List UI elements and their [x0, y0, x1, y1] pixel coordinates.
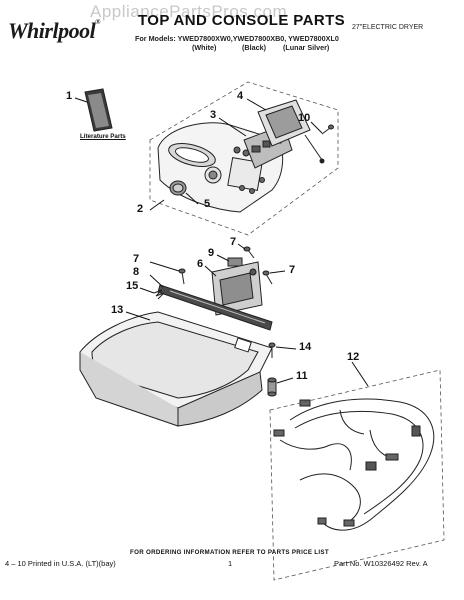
- watermark-text: AppliancePartsPros.com: [90, 2, 288, 21]
- page-title: TOP AND CONSOLE PARTS: [138, 12, 346, 29]
- screw-7-upper: [244, 247, 254, 258]
- spring-clip: [154, 290, 164, 299]
- trim-strip: [158, 285, 272, 330]
- clip: [228, 258, 242, 266]
- callout-14: 14: [299, 341, 312, 353]
- callout-line-4: [247, 99, 266, 110]
- screw-7-right: [263, 271, 272, 284]
- screw-7-left: [179, 269, 185, 284]
- brand-logo-text: Whirlpool: [8, 18, 96, 43]
- color-white: (White): [192, 43, 217, 52]
- callout-8: 8: [133, 266, 140, 278]
- callout-9: 9: [208, 247, 215, 259]
- callout-line-3: [219, 118, 246, 136]
- callout-line-14: [276, 347, 296, 349]
- page-number: 1: [228, 559, 233, 568]
- console-bracket: [212, 262, 262, 315]
- callout-line-13: [126, 312, 150, 320]
- literature-parts-label: Literature Parts: [80, 133, 126, 140]
- harness-boundary: [270, 370, 444, 580]
- callout-10: 10: [298, 112, 311, 124]
- callout-7-right: 7: [289, 264, 296, 276]
- callout-15: 15: [126, 280, 139, 292]
- callout-line-9: [217, 255, 229, 261]
- wiring-harness: [274, 399, 434, 530]
- callout-line-7-left: [150, 262, 179, 271]
- main-top: [80, 312, 272, 426]
- color-lunar-silver: (Lunar Silver): [283, 43, 330, 52]
- product-type: 27"ELECTRIC DRYER: [352, 24, 424, 31]
- callout-5: 5: [204, 198, 211, 210]
- callout-2: 2: [137, 203, 144, 215]
- callout-13: 13: [111, 304, 124, 316]
- callout-line-7-right: [270, 271, 285, 273]
- console-assembly-boundary: [150, 82, 338, 235]
- callout-line-7-upper: [238, 244, 245, 249]
- board-housing: [258, 100, 324, 163]
- callout-line-12: [352, 362, 368, 386]
- callout-11: 11: [296, 370, 308, 382]
- callout-line-2: [150, 200, 164, 210]
- callout-line-1: [75, 98, 87, 102]
- registered-mark: ®: [95, 18, 100, 26]
- knob: [170, 181, 186, 195]
- part-number: Part No. W10326492 Rev. A: [334, 559, 428, 568]
- callout-7-upper: 7: [230, 236, 237, 248]
- callout-3: 3: [210, 109, 217, 121]
- brand-logo: Whirlpool®: [8, 18, 100, 44]
- screw-14: [269, 343, 275, 358]
- color-black: (Black): [242, 43, 266, 52]
- callout-line-11: [277, 378, 293, 383]
- ordering-note: FOR ORDERING INFORMATION REFER TO PARTS …: [130, 549, 329, 556]
- top-hinge: [268, 378, 276, 396]
- print-info: 4 – 10 Printed in U.S.A. (LT)(bay): [5, 559, 116, 568]
- callout-1: 1: [66, 90, 73, 102]
- callout-12: 12: [347, 351, 360, 363]
- callout-line-15: [140, 288, 154, 293]
- callout-6: 6: [197, 258, 204, 270]
- callout-4: 4: [237, 90, 244, 102]
- callout-line-6: [205, 266, 216, 276]
- literature-booklet: [85, 89, 112, 131]
- model-list: For Models: YWED7800XW0,YWED7800XB0, YWE…: [135, 34, 339, 43]
- screw-10: [322, 125, 334, 134]
- callout-line-8: [150, 275, 163, 287]
- callout-7-left: 7: [133, 253, 140, 265]
- callout-line-10: [311, 122, 322, 133]
- callout-line-5: [186, 193, 198, 204]
